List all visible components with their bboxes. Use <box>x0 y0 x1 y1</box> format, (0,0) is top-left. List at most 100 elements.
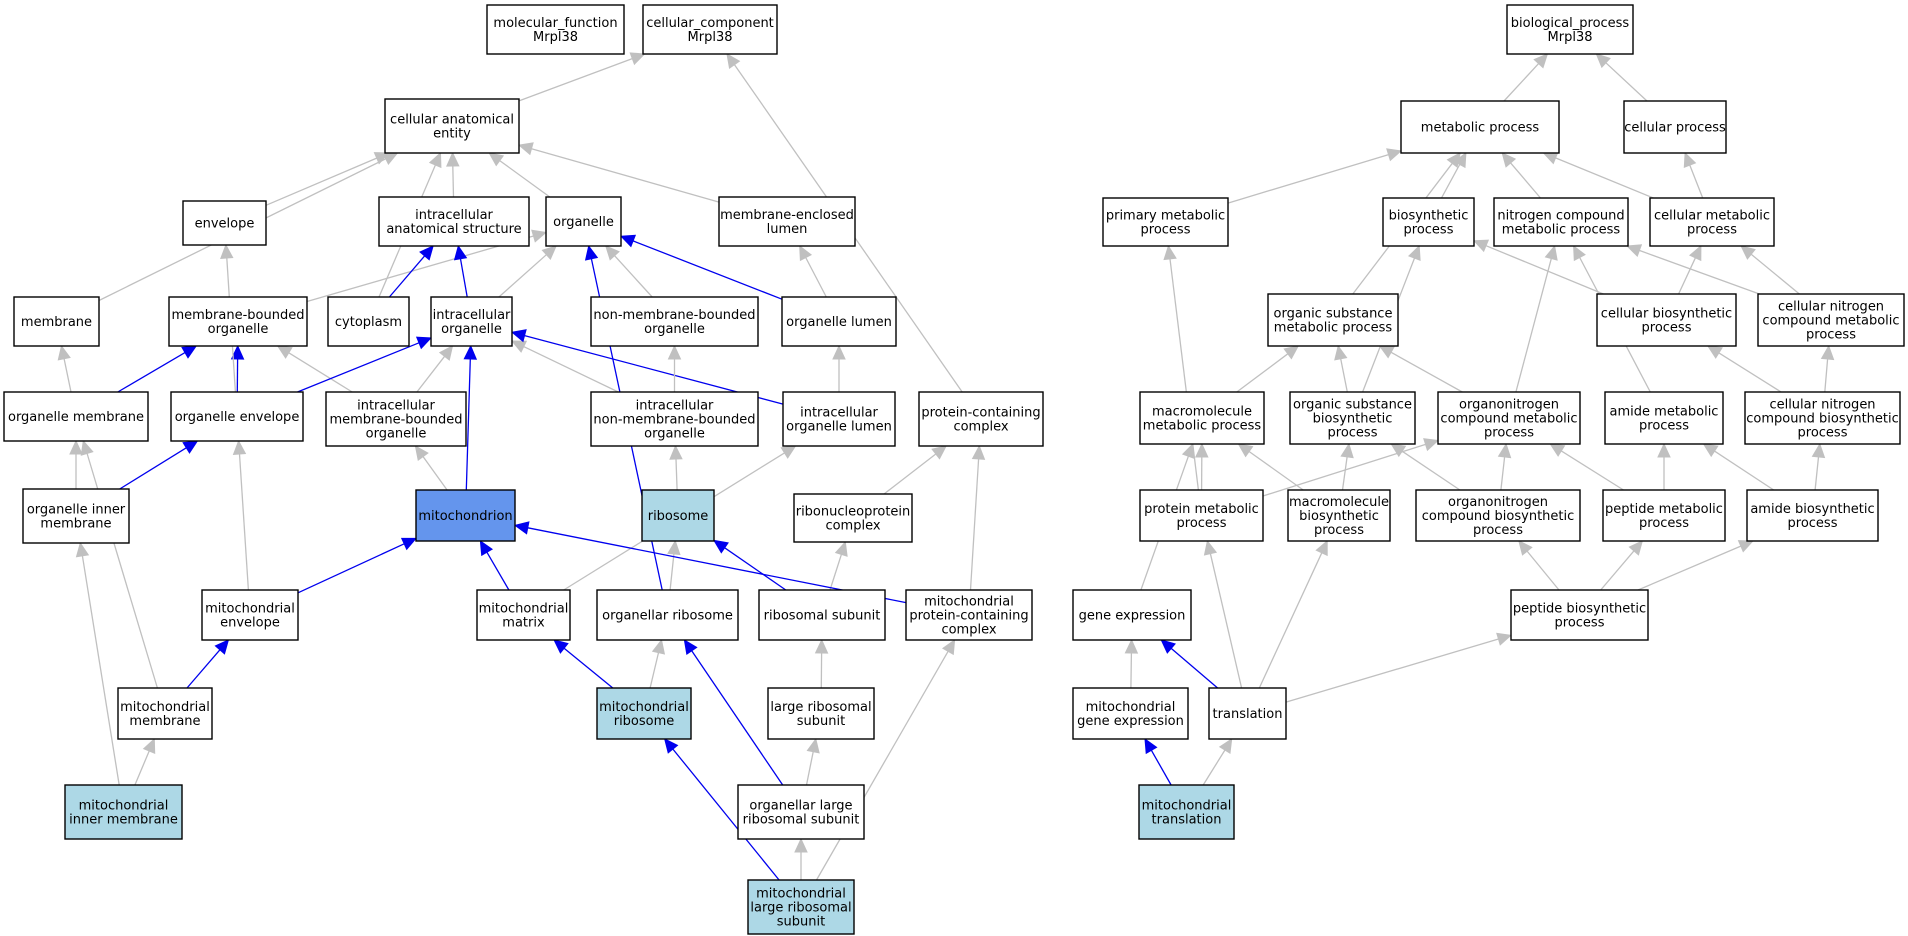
go-term-node-cyt[interactable]: cytoplasm <box>327 296 410 347</box>
edge-arrowhead <box>1446 152 1461 168</box>
go-term-node-inmbo[interactable]: intracellularnon-membrane-boundedorganel… <box>590 391 759 447</box>
edge-line <box>523 346 619 393</box>
go-term-node-cellp[interactable]: cellular process <box>1623 100 1727 154</box>
node-label-line: inner membrane <box>69 813 178 828</box>
go-term-node-trans[interactable]: translation <box>1208 687 1287 740</box>
edge-inmbo-to-nmbo <box>667 344 682 392</box>
node-label-line: large ribosomal <box>750 901 851 916</box>
node-box <box>168 296 308 347</box>
node-label-line: entity <box>433 127 471 142</box>
go-term-node-mito[interactable]: mitochondrion <box>415 489 516 542</box>
node-label-line: cellular process <box>1624 121 1726 136</box>
go-term-node-ol[interactable]: organelle lumen <box>781 296 897 347</box>
edge-line <box>1236 353 1289 393</box>
edge-om-to-mbo <box>117 345 198 393</box>
go-term-node-mem[interactable]: membrane <box>13 296 100 347</box>
edge-ias-to-cae <box>446 151 460 198</box>
go-term-node-orib[interactable]: organellar ribosome <box>596 589 739 641</box>
edge-line <box>1824 358 1829 393</box>
edge-arrowhead <box>438 345 454 361</box>
edge-protmp-to-mmp <box>1195 442 1209 491</box>
node-box <box>1102 197 1229 247</box>
node-label-line: mitochondrial <box>756 887 846 902</box>
node-label-line: lumen <box>767 222 808 237</box>
edge-arrowhead <box>667 344 682 360</box>
go-term-node-env[interactable]: envelope <box>182 200 267 246</box>
edge-arrowhead <box>806 737 820 754</box>
edge-mlrsu-to-mrib <box>663 738 780 881</box>
edge-arrowhead <box>1386 148 1403 162</box>
go-term-node-ribo[interactable]: ribosome <box>641 489 715 542</box>
node-label-line: ribosomal subunit <box>743 813 860 828</box>
edge-arrowhead <box>414 445 429 461</box>
edge-cae-to-cc <box>518 52 646 102</box>
go-term-node-org[interactable]: organelle <box>545 196 622 247</box>
go-term-node-om[interactable]: organelle membrane <box>3 391 149 442</box>
edge-io-to-ias <box>453 244 468 298</box>
go-term-node-metp[interactable]: metabolic process <box>1400 100 1560 154</box>
edge-arrowhead <box>1811 442 1826 459</box>
edge-line <box>1605 62 1648 102</box>
edge-line <box>1440 164 1461 199</box>
node-label-line: intracellular <box>357 399 435 414</box>
go-term-node-oe[interactable]: organelle envelope <box>170 391 304 442</box>
edge-orib-to-ribo <box>667 539 681 591</box>
edge-trans-to-pbp <box>1285 632 1513 703</box>
node-label-line: mitochondrion <box>418 509 512 524</box>
edge-line <box>563 647 614 689</box>
edge-pbp-to-abp <box>1637 540 1754 591</box>
go-term-node-ge[interactable]: gene expression <box>1072 589 1192 641</box>
node-label-line: process <box>1177 516 1227 531</box>
edge-trans-to-protmp <box>1203 539 1243 689</box>
node-label-line: complex <box>941 623 996 638</box>
node-box <box>64 784 183 840</box>
node-box <box>1506 4 1634 55</box>
edge-cncmp-to-ncmp <box>1625 244 1760 295</box>
node-label-line: process <box>1404 223 1454 238</box>
go-term-node-rsu[interactable]: ribosomal subunit <box>758 589 886 641</box>
